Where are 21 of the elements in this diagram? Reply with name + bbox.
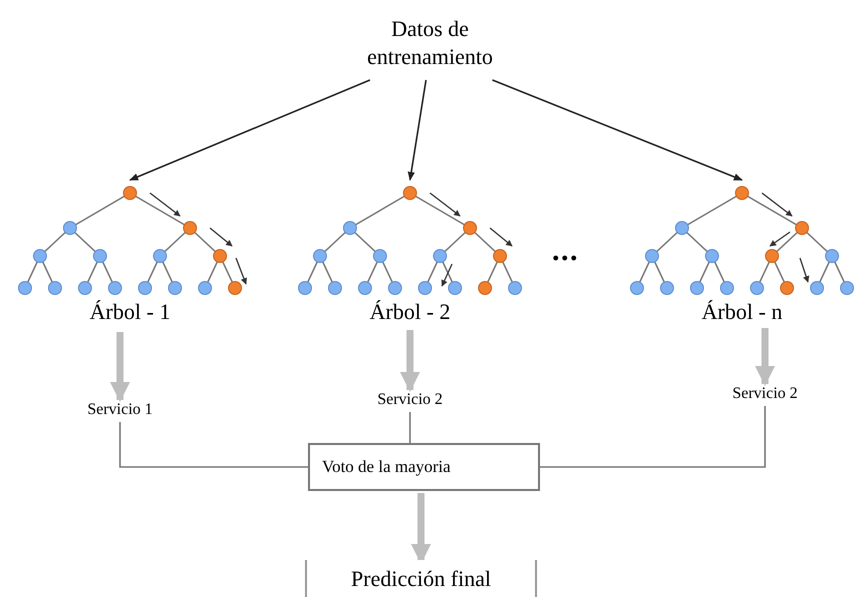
tree-label: Árbol - n	[702, 298, 782, 326]
output-label: Servicio 1	[87, 400, 153, 420]
tree-label: Árbol - 1	[90, 298, 170, 326]
arrow	[492, 79, 743, 181]
result-box	[305, 560, 537, 597]
arrow	[129, 79, 370, 181]
connector-line	[409, 412, 411, 443]
hollow-arrow	[110, 332, 130, 402]
output-label: Servicio 2	[732, 384, 798, 404]
connector-line	[540, 406, 766, 468]
tree-label: Árbol - 2	[370, 298, 450, 326]
hollow-arrow	[400, 330, 420, 392]
ellipsis: ...	[552, 233, 579, 269]
input-label: Datos de entrenamiento	[366, 15, 494, 71]
vote-label: Voto de la mayoria	[322, 456, 451, 478]
vote-box	[308, 443, 540, 491]
hollow-arrow	[755, 328, 775, 386]
output-label: Servicio 2	[377, 390, 443, 410]
connector-line	[119, 422, 308, 468]
result-label: Predicción final	[351, 565, 491, 593]
arrow	[408, 80, 427, 181]
